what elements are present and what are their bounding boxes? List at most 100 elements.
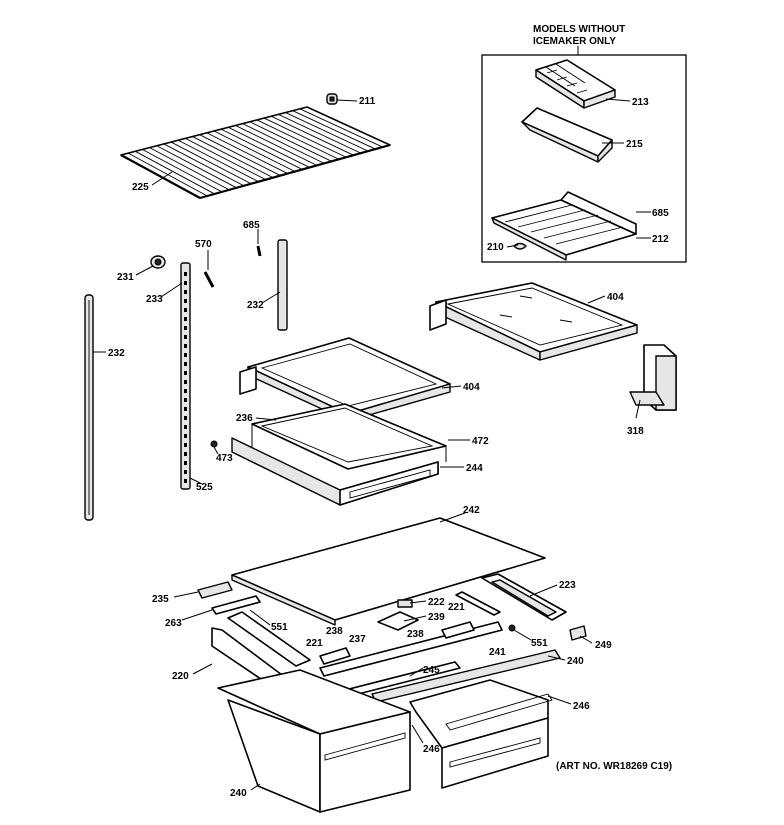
callout-242: 242: [463, 505, 480, 516]
callout-551-right: 551: [531, 638, 548, 649]
rail-slot: [184, 434, 187, 438]
part-238: [319, 647, 351, 665]
shelf-wire: [285, 112, 369, 152]
part-239: [377, 611, 419, 631]
art-number: (ART NO. WR18269 C19): [556, 761, 672, 772]
shelf-wire: [142, 149, 223, 193]
shelf-wire: [271, 115, 354, 156]
callout-404-left: 404: [463, 382, 480, 393]
callout-240-right: 240: [567, 656, 584, 667]
shelf-wire: [163, 143, 245, 187]
callout-222: 222: [428, 597, 445, 608]
callout-225: 225: [132, 182, 149, 193]
shelf-wire: [299, 108, 383, 148]
shelf-wire: [256, 119, 340, 160]
screw-551: [508, 624, 516, 632]
shelf-wire: [178, 139, 259, 183]
rail-slot: [184, 290, 187, 294]
callout-570: 570: [195, 239, 212, 250]
bracket-318: [629, 344, 677, 411]
callout-246-left: 246: [423, 744, 440, 755]
callout-213: 213: [632, 97, 649, 108]
rail-slot: [184, 452, 187, 456]
callout-231: 231: [117, 272, 134, 283]
rail-slot: [184, 326, 187, 330]
rail-slot: [184, 470, 187, 474]
cover-glass-242: [231, 517, 546, 626]
callout-233: 233: [146, 294, 163, 305]
shelf-wire: [156, 145, 237, 189]
wire-shelf-225: [120, 106, 391, 200]
glass-shelf-404-right: [429, 282, 638, 361]
rail-slot: [184, 443, 187, 447]
callout-246-right: 246: [573, 701, 590, 712]
slide-263: [211, 595, 261, 615]
rail-slot: [184, 362, 187, 366]
callout-318: 318: [627, 426, 644, 437]
rail-slot: [184, 380, 187, 384]
shelf-wire: [213, 130, 296, 172]
callout-215: 215: [626, 139, 643, 150]
shelf-clip-211: [326, 93, 338, 105]
shelf-wire: [235, 125, 318, 166]
rail-slot: [184, 398, 187, 402]
shelf-wire: [149, 147, 230, 191]
support-235: [197, 581, 233, 599]
rail-slot: [184, 407, 187, 411]
support-223: [481, 573, 567, 621]
rail-232-right: [277, 239, 288, 331]
ice-rack-212: [491, 191, 637, 261]
rail-slot: [184, 425, 187, 429]
cam-231: [150, 255, 166, 269]
shelf-wire: [220, 128, 303, 170]
ice-bucket-215: [521, 107, 613, 163]
clip-222: [397, 599, 413, 608]
part-238b: [441, 621, 475, 639]
callout-525: 525: [196, 482, 213, 493]
ice-tray-213: [535, 59, 616, 109]
callout-685: 685: [243, 220, 260, 231]
rail-slot: [184, 272, 187, 276]
callout-235: 235: [152, 594, 169, 605]
drawer-240-right: [409, 679, 553, 789]
rail-slot: [184, 335, 187, 339]
callout-404-right: 404: [607, 292, 624, 303]
shelf-wire: [135, 150, 215, 195]
rail-slot: [184, 299, 187, 303]
shelf-wire: [249, 121, 332, 162]
shelf-wire: [192, 136, 274, 179]
rail-slot: [184, 353, 187, 357]
rail-slot: [184, 371, 187, 375]
callout-238-right: 238: [407, 629, 424, 640]
shelf-wire: [228, 126, 310, 168]
callout-232-left: 232: [108, 348, 125, 359]
callout-220: 220: [172, 671, 189, 682]
rail-slot: [184, 416, 187, 420]
rail-slot: [184, 479, 187, 483]
callout-223: 223: [559, 580, 576, 591]
callout-221-right: 221: [448, 602, 465, 613]
shelf-wire: [292, 110, 376, 150]
callout-249: 249: [595, 640, 612, 651]
callout-240-left: 240: [230, 788, 247, 799]
rail-slot: [184, 281, 187, 285]
inset-box: [481, 46, 687, 263]
callout-221-left: 221: [306, 638, 323, 649]
inset-title-line2: ICEMAKER ONLY: [533, 36, 616, 47]
callouts: 211 225 213 215 685 210 212 685 570 231 …: [108, 96, 669, 799]
callout-239: 239: [428, 612, 445, 623]
rail-233: [180, 262, 191, 490]
rail-slot: [184, 389, 187, 393]
callout-473: 473: [216, 453, 233, 464]
callout-237: 237: [349, 634, 366, 645]
pan-assembly-236: [231, 403, 447, 506]
shelf-wire: [185, 137, 266, 181]
callout-263: 263: [165, 618, 182, 629]
callout-551-left: 551: [271, 622, 288, 633]
screw-685: [256, 245, 262, 257]
callout-241: 241: [489, 647, 506, 658]
rail-221-right: [455, 591, 501, 616]
callout-472: 472: [472, 436, 489, 447]
